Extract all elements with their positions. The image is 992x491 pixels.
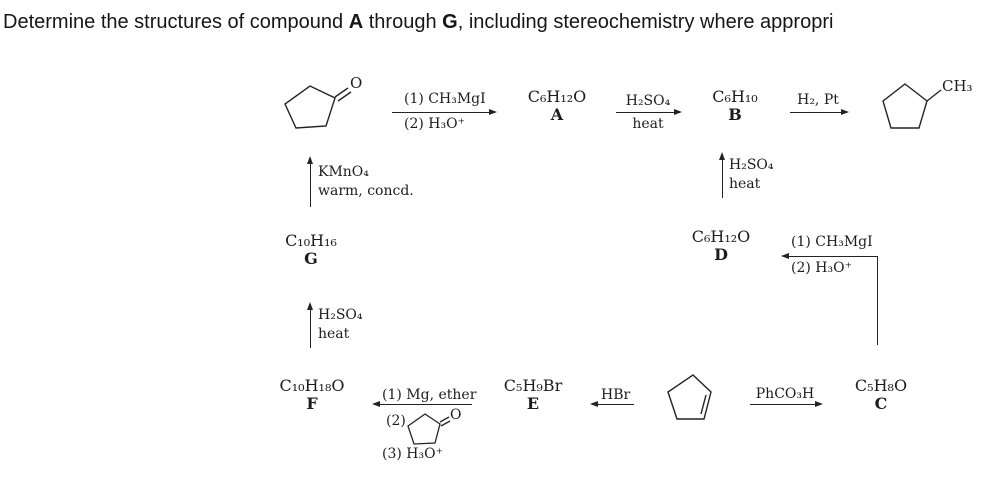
f-up-reagent-label: H₂SO₄ <box>318 307 363 323</box>
g-up-condition-label: warm, concd. <box>318 183 414 199</box>
compound-b: C₆H₁₀ B <box>693 87 777 124</box>
f-up-condition-label: heat <box>318 326 350 342</box>
methylcyclopentane-structure: CH₃ <box>872 76 982 136</box>
cyclopentanone-ring-icon <box>284 85 352 129</box>
arrow-ene-to-c <box>750 400 823 407</box>
a-to-b-condition-label: heat <box>632 116 664 132</box>
compound-f-formula: C₁₀H₁₈O <box>279 376 345 395</box>
arrow-e-to-f <box>372 400 472 407</box>
start-to-a-step2-label: (2) H₃O⁺ <box>404 116 465 132</box>
start-to-a-step1-label: (1) CH₃MgI <box>404 91 486 107</box>
arrow-d-up-h2so4 <box>719 152 726 198</box>
problem-title: Determine the structures of compound A t… <box>3 11 992 34</box>
connector-c-to-d <box>877 256 878 345</box>
e-to-f-step2-label: (2) <box>386 413 406 429</box>
compound-a: C₆H₁₂O A <box>515 87 599 124</box>
compound-e: C₅H₉Br E <box>491 376 575 413</box>
methylcyclopentane-methyl-label: CH₃ <box>942 77 973 95</box>
compound-c-formula: C₅H₈O <box>854 376 908 395</box>
g-up-reagent-label: KMnO₄ <box>318 164 369 180</box>
compound-d: C₆H₁₂O D <box>679 227 763 264</box>
title-compound-a: A <box>348 11 364 33</box>
d-up-reagent-label: H₂SO₄ <box>729 157 774 173</box>
compound-b-formula: C₆H₁₀ <box>712 87 758 106</box>
compound-d-label: D <box>714 245 728 264</box>
c-to-d-step1-label: (1) CH₃MgI <box>791 234 873 250</box>
compound-f-label: F <box>306 394 318 413</box>
compound-g: C₁₀H₁₆ G <box>269 231 353 268</box>
ene-to-c-reagent-label: PhCO₃H <box>755 386 815 402</box>
compound-g-formula: C₁₀H₁₆ <box>285 231 337 250</box>
compound-c: C₅H₈O C <box>839 376 923 413</box>
compound-c-label: C <box>874 394 888 413</box>
c-to-d-step2-label: (2) H₃O⁺ <box>791 260 852 276</box>
reagent-cyclopentanone-structure: O <box>402 406 464 450</box>
title-compound-g: G <box>442 11 458 33</box>
arrow-f-up-h2so4 <box>307 302 314 348</box>
arrow-a-to-b <box>616 108 682 115</box>
d-up-condition-label: heat <box>729 176 761 192</box>
cyclopentene-ring-icon <box>667 374 712 420</box>
compound-e-formula: C₅H₉Br <box>503 376 563 395</box>
cyclopentene-structure <box>662 368 727 426</box>
compound-g-label: G <box>304 249 318 268</box>
compound-a-formula: C₆H₁₂O <box>527 87 587 106</box>
compound-e-label: E <box>526 394 540 413</box>
title-mid: through <box>363 11 443 33</box>
arrow-c-to-d <box>781 252 878 259</box>
arrow-g-up-kmno4 <box>307 156 314 207</box>
methylcyclopentane-ring-icon <box>882 83 942 129</box>
title-prefix: Determine the structures of compound <box>3 11 349 33</box>
ene-to-e-reagent-label: HBr <box>601 387 631 403</box>
compound-d-formula: C₆H₁₂O <box>691 227 751 246</box>
arrow-b-to-product <box>790 108 849 115</box>
cyclopentanone-oxygen-label: O <box>350 74 363 92</box>
a-to-b-reagent-label: H₂SO₄ <box>625 93 671 109</box>
e-to-f-step1-label: (1) Mg, ether <box>382 387 477 403</box>
arrow-start-to-a <box>392 108 497 115</box>
title-suffix: , including stereochemistry where approp… <box>457 11 834 33</box>
cyclopentanone-structure: O <box>276 74 371 136</box>
reagent-cyclopentanone-oxygen-label: O <box>450 407 462 423</box>
compound-b-label: B <box>728 105 742 124</box>
arrow-ene-to-e <box>590 400 634 407</box>
b-to-product-reagent-label: H₂, Pt <box>797 92 839 108</box>
e-to-f-step3-label: (3) H₃O⁺ <box>382 446 443 462</box>
compound-a-label: A <box>550 105 564 124</box>
compound-f: C₁₀H₁₈O F <box>270 376 354 413</box>
reagent-cyclopentanone-ring-icon <box>407 413 451 445</box>
